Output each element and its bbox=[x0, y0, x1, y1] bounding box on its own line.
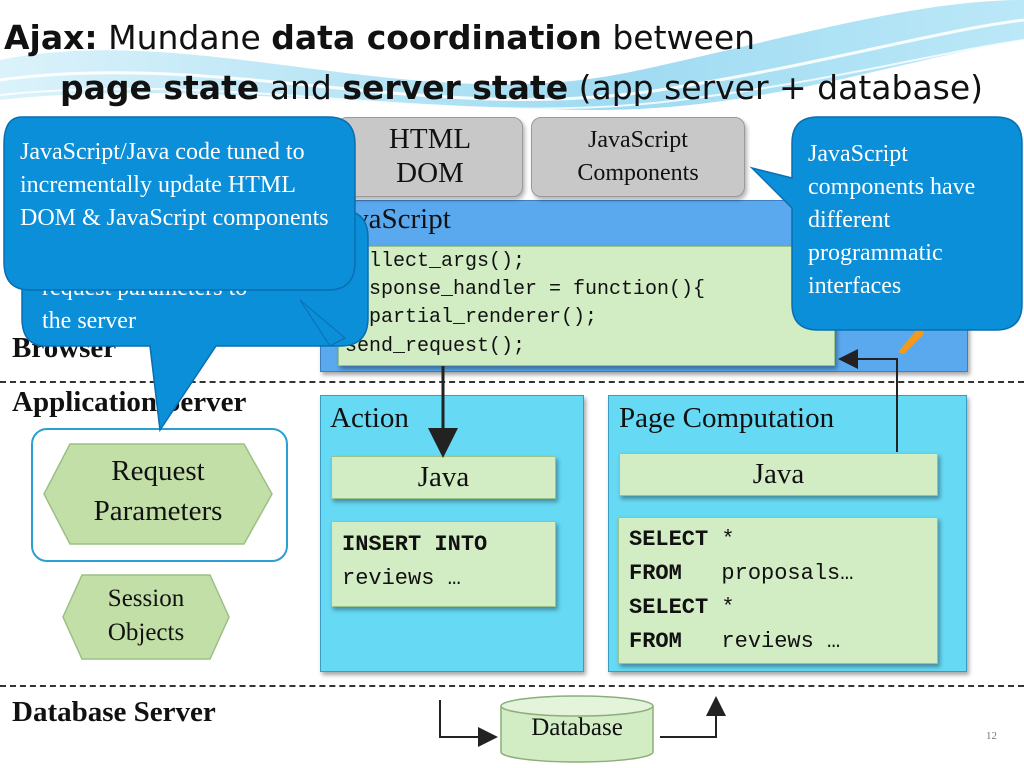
session-objects-label: Session Objects bbox=[60, 582, 232, 650]
title-line-2: page state and server state (app server … bbox=[60, 68, 983, 108]
page-computation-title: Page Computation bbox=[619, 402, 835, 434]
orange-arrow-icon bbox=[898, 326, 924, 354]
background-wave bbox=[0, 0, 1024, 110]
browser-server-divider bbox=[0, 381, 1024, 383]
javascript-components-box: JavaScript Components bbox=[531, 117, 745, 197]
callout-front-text: JavaScript/Java code tuned to incrementa… bbox=[20, 139, 329, 231]
session-objects-label-line2: Objects bbox=[107, 619, 185, 646]
title-segment: Ajax: bbox=[4, 18, 98, 57]
title-segment: between bbox=[601, 18, 756, 57]
sql-keyword: FROM bbox=[629, 561, 682, 586]
server-database-divider bbox=[0, 685, 1024, 687]
sql-text: reviews … bbox=[681, 629, 841, 654]
js-components-label-line2: Components bbox=[577, 160, 699, 186]
html-dom-label-line1: HTML bbox=[388, 123, 472, 155]
application-server-tier-label: Application Server bbox=[12, 386, 247, 418]
title-segment: page state bbox=[60, 68, 260, 107]
page-computation-sql-box: SELECT * FROM proposals… SELECT * FROM r… bbox=[618, 517, 938, 664]
request-parameters-label-line1: Request bbox=[111, 455, 205, 487]
html-dom-label-line2: DOM bbox=[396, 157, 464, 189]
title-line-1: Ajax: Mundane data coordination between bbox=[4, 18, 755, 58]
request-parameters-label-line2: Parameters bbox=[93, 495, 223, 527]
title-segment: Mundane bbox=[97, 18, 272, 57]
sql-text: proposals… bbox=[681, 561, 854, 586]
js-components-label-line1: JavaScript bbox=[588, 127, 688, 153]
sql-text: * bbox=[708, 595, 735, 620]
title-segment: data coordination bbox=[271, 18, 602, 57]
sql-text: * bbox=[708, 527, 735, 552]
sql-keyword: FROM bbox=[629, 629, 682, 654]
session-objects-label-line1: Session bbox=[107, 585, 185, 612]
callout-right-text: JavaScript components have different pro… bbox=[808, 141, 976, 299]
database-label: Database bbox=[531, 714, 623, 741]
action-title: Action bbox=[330, 402, 409, 434]
database-server-tier-label: Database Server bbox=[12, 696, 216, 728]
title-segment: server state bbox=[342, 68, 569, 107]
sql-line: FROM proposals… bbox=[629, 557, 853, 591]
title-segment: and bbox=[259, 68, 343, 107]
slide-number: 12 bbox=[986, 730, 997, 742]
code-line: partial_renderer(); bbox=[345, 306, 598, 329]
title-segment: (app server + database) bbox=[568, 68, 984, 107]
sql-text: reviews … bbox=[342, 566, 461, 591]
response-arrow bbox=[838, 349, 898, 452]
session-objects-hexagon bbox=[62, 574, 230, 660]
code-line: send_request(); bbox=[345, 335, 526, 358]
action-sql-box: INSERT INTO reviews … bbox=[331, 521, 556, 607]
code-line: response_handler = function(){ bbox=[345, 278, 706, 301]
from-database-arrow bbox=[660, 696, 726, 738]
to-database-arrow bbox=[439, 700, 498, 747]
javascript-code-box: collect_args(); response_handler = funct… bbox=[338, 246, 835, 366]
sql-line: FROM reviews … bbox=[629, 625, 840, 659]
sql-line: SELECT * bbox=[629, 523, 735, 557]
code-line: collect_args(); bbox=[345, 250, 526, 273]
page-computation-java-box: Java bbox=[619, 453, 938, 496]
sql-keyword: INSERT INTO bbox=[342, 532, 488, 557]
sql-keyword: SELECT bbox=[629, 527, 709, 552]
html-dom-box: HTML DOM bbox=[337, 117, 523, 197]
sql-line: SELECT * bbox=[629, 591, 735, 625]
database-cylinder-icon bbox=[500, 695, 654, 763]
request-parameters-label: Request Parameters bbox=[40, 451, 276, 531]
request-parameters-hexagon bbox=[43, 443, 273, 545]
sql-keyword: SELECT bbox=[629, 595, 709, 620]
callout-back-line2: the server bbox=[42, 308, 136, 334]
